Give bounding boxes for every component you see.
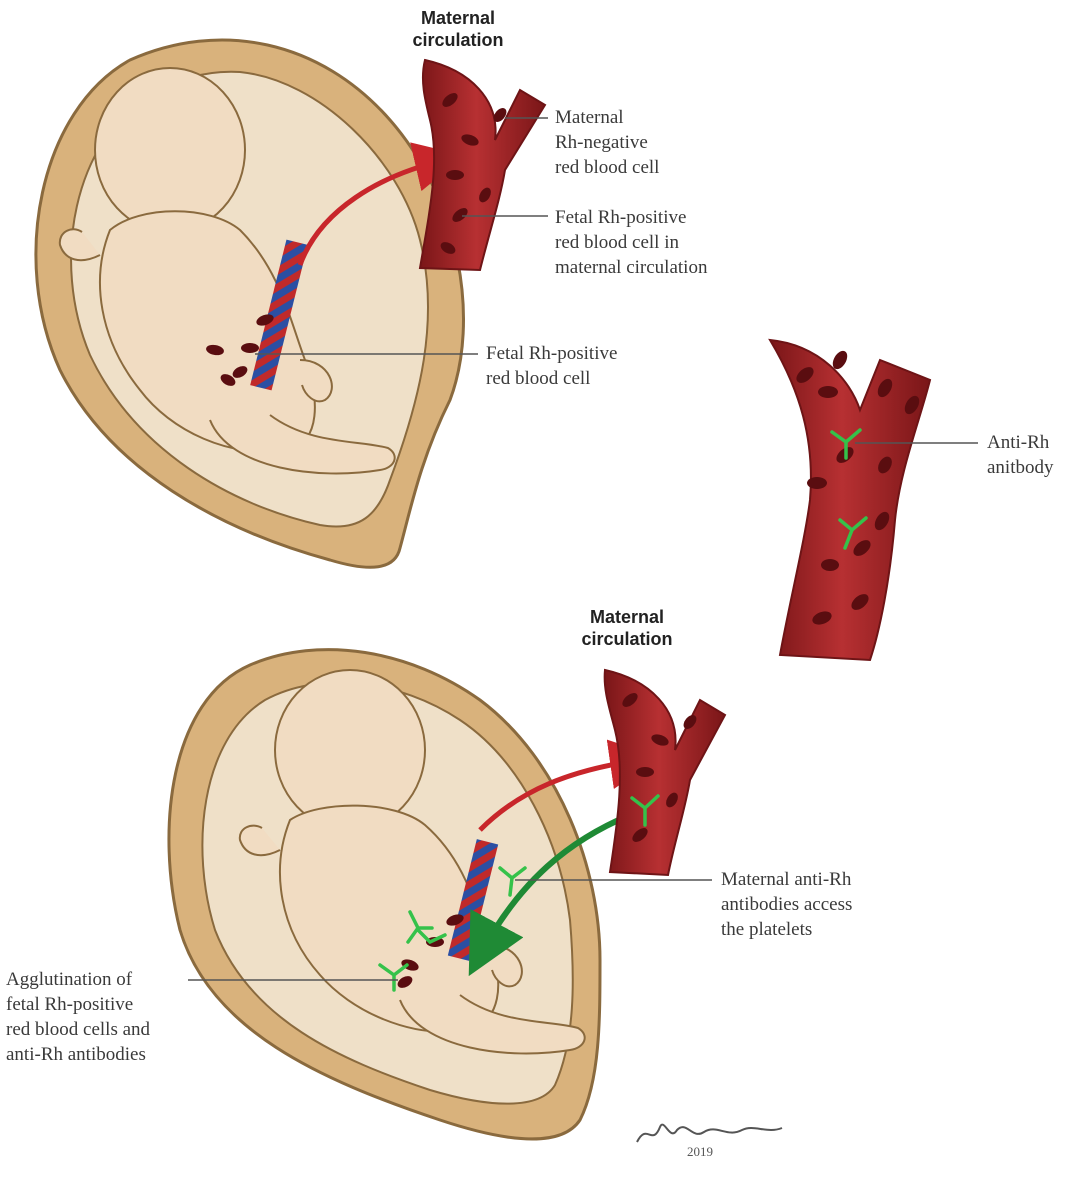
maternal-vessel-top bbox=[418, 58, 547, 272]
fetus-bottom bbox=[238, 669, 586, 1055]
artist-signature: 2019 bbox=[636, 1123, 783, 1159]
title-line: Maternal bbox=[420, 8, 496, 28]
umbilical-cord-bottom bbox=[447, 839, 499, 961]
label-fetal-rh-positive-rbc: Fetal Rh-positive red blood cell bbox=[486, 341, 617, 391]
transfer-arrow-top bbox=[297, 142, 465, 266]
label-maternal-anti-rh-antibodies: Maternal anti-Rh antibodies access the p… bbox=[721, 867, 852, 942]
label-line: Maternal bbox=[555, 107, 624, 128]
label-maternal-rh-negative-rbc: Maternal Rh-negative red blood cell bbox=[555, 105, 659, 180]
label-line: Maternal anti-Rh bbox=[721, 869, 852, 890]
label-line: fetal Rh-positive bbox=[6, 994, 134, 1015]
label-line: red blood cell in bbox=[555, 232, 679, 253]
title-maternal-circulation-top: Maternal circulation bbox=[388, 7, 528, 51]
label-line: Rh-negative bbox=[555, 132, 648, 153]
title-maternal-circulation-bottom: Maternal circulation bbox=[557, 606, 697, 650]
antibodies-vessel-middle bbox=[830, 428, 868, 550]
label-line: red blood cell bbox=[486, 368, 591, 389]
label-line: anitbody bbox=[987, 457, 1054, 478]
leader-lines-top bbox=[255, 117, 548, 355]
title-line: circulation bbox=[412, 30, 504, 50]
maternal-vessel-bottom bbox=[603, 668, 727, 877]
label-line: Anti-Rh bbox=[987, 432, 1050, 453]
label-line: Agglutination of bbox=[6, 969, 133, 990]
antibody-vessel-bottom bbox=[630, 794, 660, 827]
label-fetal-rbc-in-maternal-circulation: Fetal Rh-positive red blood cell in mate… bbox=[555, 205, 707, 280]
label-anti-rh-antibody: Anti-Rh anitbody bbox=[987, 430, 1054, 480]
fetus-top bbox=[58, 67, 396, 475]
label-line: red blood cell bbox=[555, 157, 660, 178]
title-line: circulation bbox=[581, 629, 673, 649]
label-line: the platelets bbox=[721, 919, 813, 940]
label-line: Fetal Rh-positive bbox=[486, 343, 618, 364]
leader-lines-bottom bbox=[188, 879, 712, 981]
label-line: Fetal Rh-positive bbox=[555, 207, 687, 228]
maternal-vessel-middle bbox=[768, 338, 932, 662]
umbilical-cord-top bbox=[250, 239, 308, 391]
label-line: antibodies access bbox=[721, 894, 853, 915]
title-line: Maternal bbox=[589, 607, 665, 627]
fetal-rbcs-top bbox=[206, 314, 274, 386]
antibodies-fetus-bottom bbox=[378, 866, 527, 992]
transfer-arrow-red-bottom bbox=[478, 739, 660, 832]
label-agglutination: Agglutination of fetal Rh-positive red b… bbox=[6, 967, 150, 1067]
fetal-rbcs-bottom bbox=[397, 914, 464, 988]
label-line: red blood cells and bbox=[6, 1019, 151, 1040]
signature-year: 2019 bbox=[687, 1144, 713, 1159]
rbcs-vessel-bottom bbox=[622, 693, 697, 842]
rbcs-vessel-top bbox=[440, 93, 507, 254]
label-line: anti-Rh antibodies bbox=[6, 1044, 146, 1065]
label-line: maternal circulation bbox=[555, 257, 708, 278]
antibody-arrow-green-bottom bbox=[468, 812, 632, 977]
